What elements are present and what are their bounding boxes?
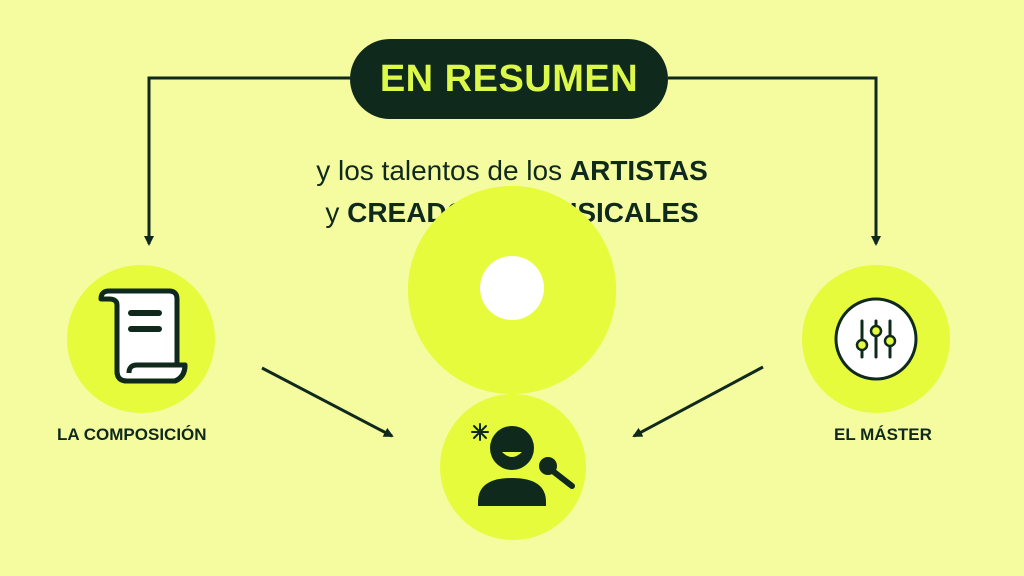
subtitle-line-2-text: y [325, 197, 348, 228]
arrow-to-composicion [144, 76, 350, 246]
mixer-sliders-icon [834, 297, 918, 381]
artist-node [440, 394, 586, 540]
arrow-to-master [668, 76, 881, 246]
vinyl-disc-node [408, 186, 616, 394]
subtitle-line-1: y los talentos de los ARTISTAS [262, 150, 762, 192]
summary-title: EN RESUMEN [379, 57, 639, 100]
composition-label: LA COMPOSICIÓN [57, 425, 207, 444]
master-label: EL MÁSTER [834, 425, 932, 444]
scroll-icon [98, 288, 188, 384]
arrow-master-to-artist [632, 365, 764, 438]
arrow-composicion-to-artist [261, 366, 394, 438]
singer-with-microphone-icon [471, 423, 575, 506]
summary-title-pill: EN RESUMEN [350, 39, 668, 119]
subtitle-line-1-bold: ARTISTAS [569, 155, 708, 186]
master-node [802, 265, 950, 413]
vinyl-disc-icon [408, 186, 616, 394]
subtitle-line-1-text: y los talentos de los [316, 155, 570, 186]
composition-node [67, 265, 215, 413]
